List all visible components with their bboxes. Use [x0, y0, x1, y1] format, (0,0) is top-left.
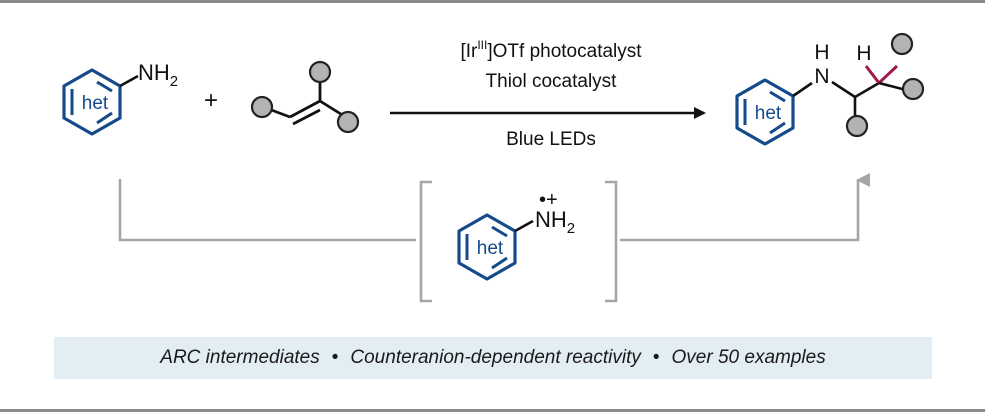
caption-separator: •: [331, 347, 339, 368]
top-rule: [0, 0, 985, 3]
nh-hydrogen-label: H: [814, 41, 829, 64]
substituent-circle: [336, 110, 360, 134]
light-conditions: Blue LEDs: [506, 129, 596, 150]
substituent-circle: [901, 77, 925, 101]
summary-caption: ARC intermediates • Counteranion-depende…: [54, 337, 932, 379]
het-ring-inner-bond: [491, 225, 508, 238]
het-ring-inner-bond: [769, 121, 786, 135]
caption-item: ARC intermediates: [160, 347, 320, 368]
mechanism-path: [118, 173, 870, 303]
radical-cation-intermediate: het •+ NH2: [457, 189, 575, 281]
het-ring-inner-bond: [491, 256, 508, 270]
new-c-c-bond: [864, 65, 881, 84]
substituent-circle: [845, 114, 869, 138]
alkene-bond: [319, 99, 345, 118]
caption-separator: •: [652, 347, 660, 368]
intermediate-amine-label: NH2: [535, 207, 575, 237]
het-label-substrate: het: [82, 93, 109, 114]
substituent-circle: [250, 95, 274, 119]
reaction-arrow-group: [IrIII]OTf photocatalyst Thiol cocatalys…: [390, 38, 706, 150]
mechanism-path-left: [118, 179, 416, 242]
substituent-circle: [890, 32, 914, 56]
caption-item: Counteranion-dependent reactivity: [350, 347, 641, 368]
left-bracket: [419, 180, 432, 303]
alkene-double-bond-inner: [292, 108, 321, 126]
added-hydrogen-label: H: [856, 42, 871, 65]
amine-group-label: NH2: [138, 60, 178, 90]
right-bracket: [605, 180, 618, 303]
caption-item: Over 50 examples: [671, 347, 826, 368]
catalyst-conditions: [IrIII]OTf photocatalyst: [460, 38, 642, 62]
c-n-bond: [514, 219, 534, 233]
het-ring-inner-bond: [769, 90, 786, 103]
c-n-bond: [119, 74, 139, 88]
plus-sign: +: [204, 87, 218, 114]
nitrogen-label: N: [814, 65, 829, 88]
new-c-h-bond: [877, 64, 899, 85]
alkene-double-bond-outer: [289, 99, 321, 119]
het-label-intermediate: het: [477, 238, 504, 259]
het-label-product: het: [755, 103, 782, 124]
alkene-substrate: [250, 60, 360, 134]
c-c-bond: [854, 81, 880, 99]
aryl-n-bond: [792, 81, 813, 98]
n-c-bond: [831, 80, 856, 99]
c-substituent-bond: [878, 81, 907, 92]
bottom-rule: [0, 409, 985, 412]
product: het H N H: [735, 32, 925, 146]
het-ring-inner-bond: [96, 80, 113, 93]
radical-cation-symbol: •+: [539, 189, 558, 211]
mechanism-path-right: [620, 173, 870, 242]
cocatalyst-conditions: Thiol cocatalyst: [486, 71, 618, 92]
het-ring-inner-bond: [96, 111, 113, 125]
substrate-amine: het NH2: [62, 60, 178, 136]
substituent-circle: [308, 60, 332, 84]
